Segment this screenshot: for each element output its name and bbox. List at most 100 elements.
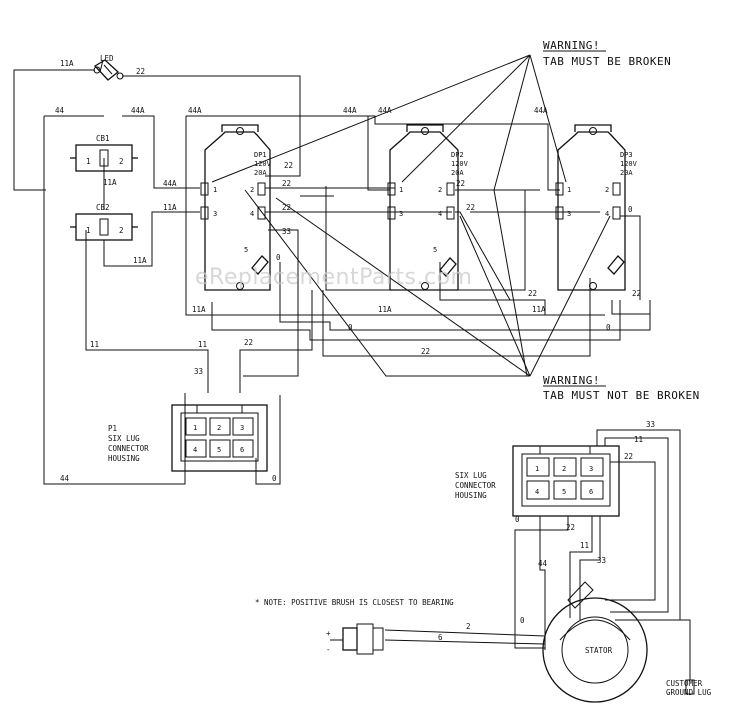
wire-label: 22 (566, 523, 575, 532)
dp2-t2: 2 (438, 186, 442, 194)
wire-label: 0 (276, 253, 281, 262)
warning-top-text: TAB MUST BE BROKEN (543, 55, 671, 68)
p1-lug-5: 5 (217, 446, 221, 454)
wire-2: 2 (466, 622, 471, 631)
p1-lug-3: 3 (240, 424, 244, 432)
dp3-t2: 2 (605, 186, 609, 194)
wire-label: 44A (163, 179, 177, 188)
wire-label: 44A (131, 106, 145, 115)
wire-label: 44A (378, 106, 392, 115)
led-label: LED (100, 54, 114, 63)
cb1-pin1: 1 (86, 157, 91, 166)
stator-label: STATOR (585, 646, 613, 655)
stator-lug-3: 3 (589, 465, 593, 473)
dp1-volts: 120V (254, 160, 272, 168)
p1-label: P1 (108, 424, 117, 433)
stator-lug-6: 6 (589, 488, 593, 496)
dp2-name: DP2 (451, 151, 464, 159)
warning-top-title: WARNING! (543, 39, 600, 52)
p1-label-3: CONNECTOR (108, 444, 149, 453)
cb2-pin1: 1 (86, 226, 91, 235)
warning-bottom-title: WARNING! (543, 374, 600, 387)
brush-plus: + (326, 629, 331, 638)
wire-label: 22 (282, 179, 291, 188)
dp3-name: DP3 (620, 151, 633, 159)
p1-label-4: HOUSING (108, 454, 140, 463)
dp3-t4: 4 (605, 210, 609, 218)
p1-label-2: SIX LUG (108, 434, 140, 443)
wire-6: 6 (438, 633, 443, 642)
dp2-t4: 4 (438, 210, 442, 218)
dp1-t4: 4 (250, 210, 254, 218)
wire-label: 44A (188, 106, 202, 115)
dp2-t1: 1 (399, 186, 403, 194)
ground-lug-label: CUSTOMER (666, 679, 703, 688)
ground-lug-label-2: GROUND LUG (666, 688, 712, 697)
watermark: eReplacementParts.com (195, 265, 472, 290)
receptacle-dp2: DP2 120V 20A 1 3 2 4 5 (387, 124, 469, 291)
wire-label: 11A (378, 305, 392, 314)
wire-label: 11A (103, 178, 117, 187)
warning-tab-not-broken: WARNING! TAB MUST NOT BE BROKEN (543, 374, 700, 402)
stator-lug-1: 1 (535, 465, 539, 473)
stator-housing-label-2: CONNECTOR (455, 481, 496, 490)
wire-label: 11A (192, 305, 206, 314)
wire-label: 0 (272, 474, 277, 483)
dp2-amps: 20A (451, 169, 464, 177)
wire-label: 33 (597, 556, 606, 565)
dp3-t1: 1 (567, 186, 571, 194)
breaker-cb1: CB1 1 2 (70, 134, 138, 172)
cb1-label: CB1 (96, 134, 110, 143)
led-indicator: LED (93, 54, 124, 81)
cb1-pin2: 2 (119, 157, 124, 166)
dp3-volts: 120V (620, 160, 638, 168)
wire-label: 22 (528, 289, 537, 298)
dp3-amps: 20A (620, 169, 633, 177)
wire-label: 11 (580, 541, 589, 550)
wire-label: 33 (646, 420, 655, 429)
wire-label: 22 (624, 452, 633, 461)
wire-label: 11 (90, 340, 99, 349)
stator-lug-5: 5 (562, 488, 566, 496)
breaker-cb2: CB2 1 2 (70, 203, 138, 241)
dp1-t2: 2 (250, 186, 254, 194)
wires-upper (13, 54, 651, 485)
dp2-t5: 5 (433, 246, 437, 254)
brush-assembly: + - 2 6 (326, 622, 471, 655)
wire-label: 22 (282, 203, 291, 212)
wire-label: 11A (163, 203, 177, 212)
dp1-name: DP1 (254, 151, 267, 159)
wire-label: 11A (60, 59, 74, 68)
wire-label: 44 (55, 106, 65, 115)
stator-connector-housing: 1 2 3 4 5 6 SIX LUG CONNECTOR HOUSING (455, 445, 620, 517)
receptacle-dp3: DP3 120V 20A 1 3 2 4 (555, 124, 638, 291)
wire-label: 33 (282, 227, 291, 236)
wire-label: 11A (133, 256, 147, 265)
wire-label: 22 (136, 67, 145, 76)
dp1-t5: 5 (244, 246, 248, 254)
wire-label: 0 (606, 323, 611, 332)
wire-label: 11 (198, 340, 207, 349)
warning-tab-broken: WARNING! TAB MUST BE BROKEN (543, 39, 671, 68)
warning-bottom-text: TAB MUST NOT BE BROKEN (543, 389, 700, 402)
dp2-t3: 3 (399, 210, 403, 218)
wire-label: 11A (532, 305, 546, 314)
dp3-t3: 3 (567, 210, 571, 218)
dp2-volts: 120V (451, 160, 469, 168)
p1-lug-6: 6 (240, 446, 244, 454)
wire-label: 22 (244, 338, 253, 347)
wire-label: 44A (534, 106, 548, 115)
wire-label: 44A (343, 106, 357, 115)
wire-label: 0 (628, 205, 633, 214)
wires-lower (384, 429, 691, 680)
wire-label: 44 (538, 559, 548, 568)
wire-label: 44 (60, 474, 70, 483)
wire-label: 22 (632, 289, 641, 298)
stator-housing-label: SIX LUG (455, 471, 487, 480)
dp1-t1: 1 (213, 186, 217, 194)
dp1-t3: 3 (213, 210, 217, 218)
wire-label: 22 (466, 203, 475, 212)
brush-minus: - (326, 645, 331, 654)
